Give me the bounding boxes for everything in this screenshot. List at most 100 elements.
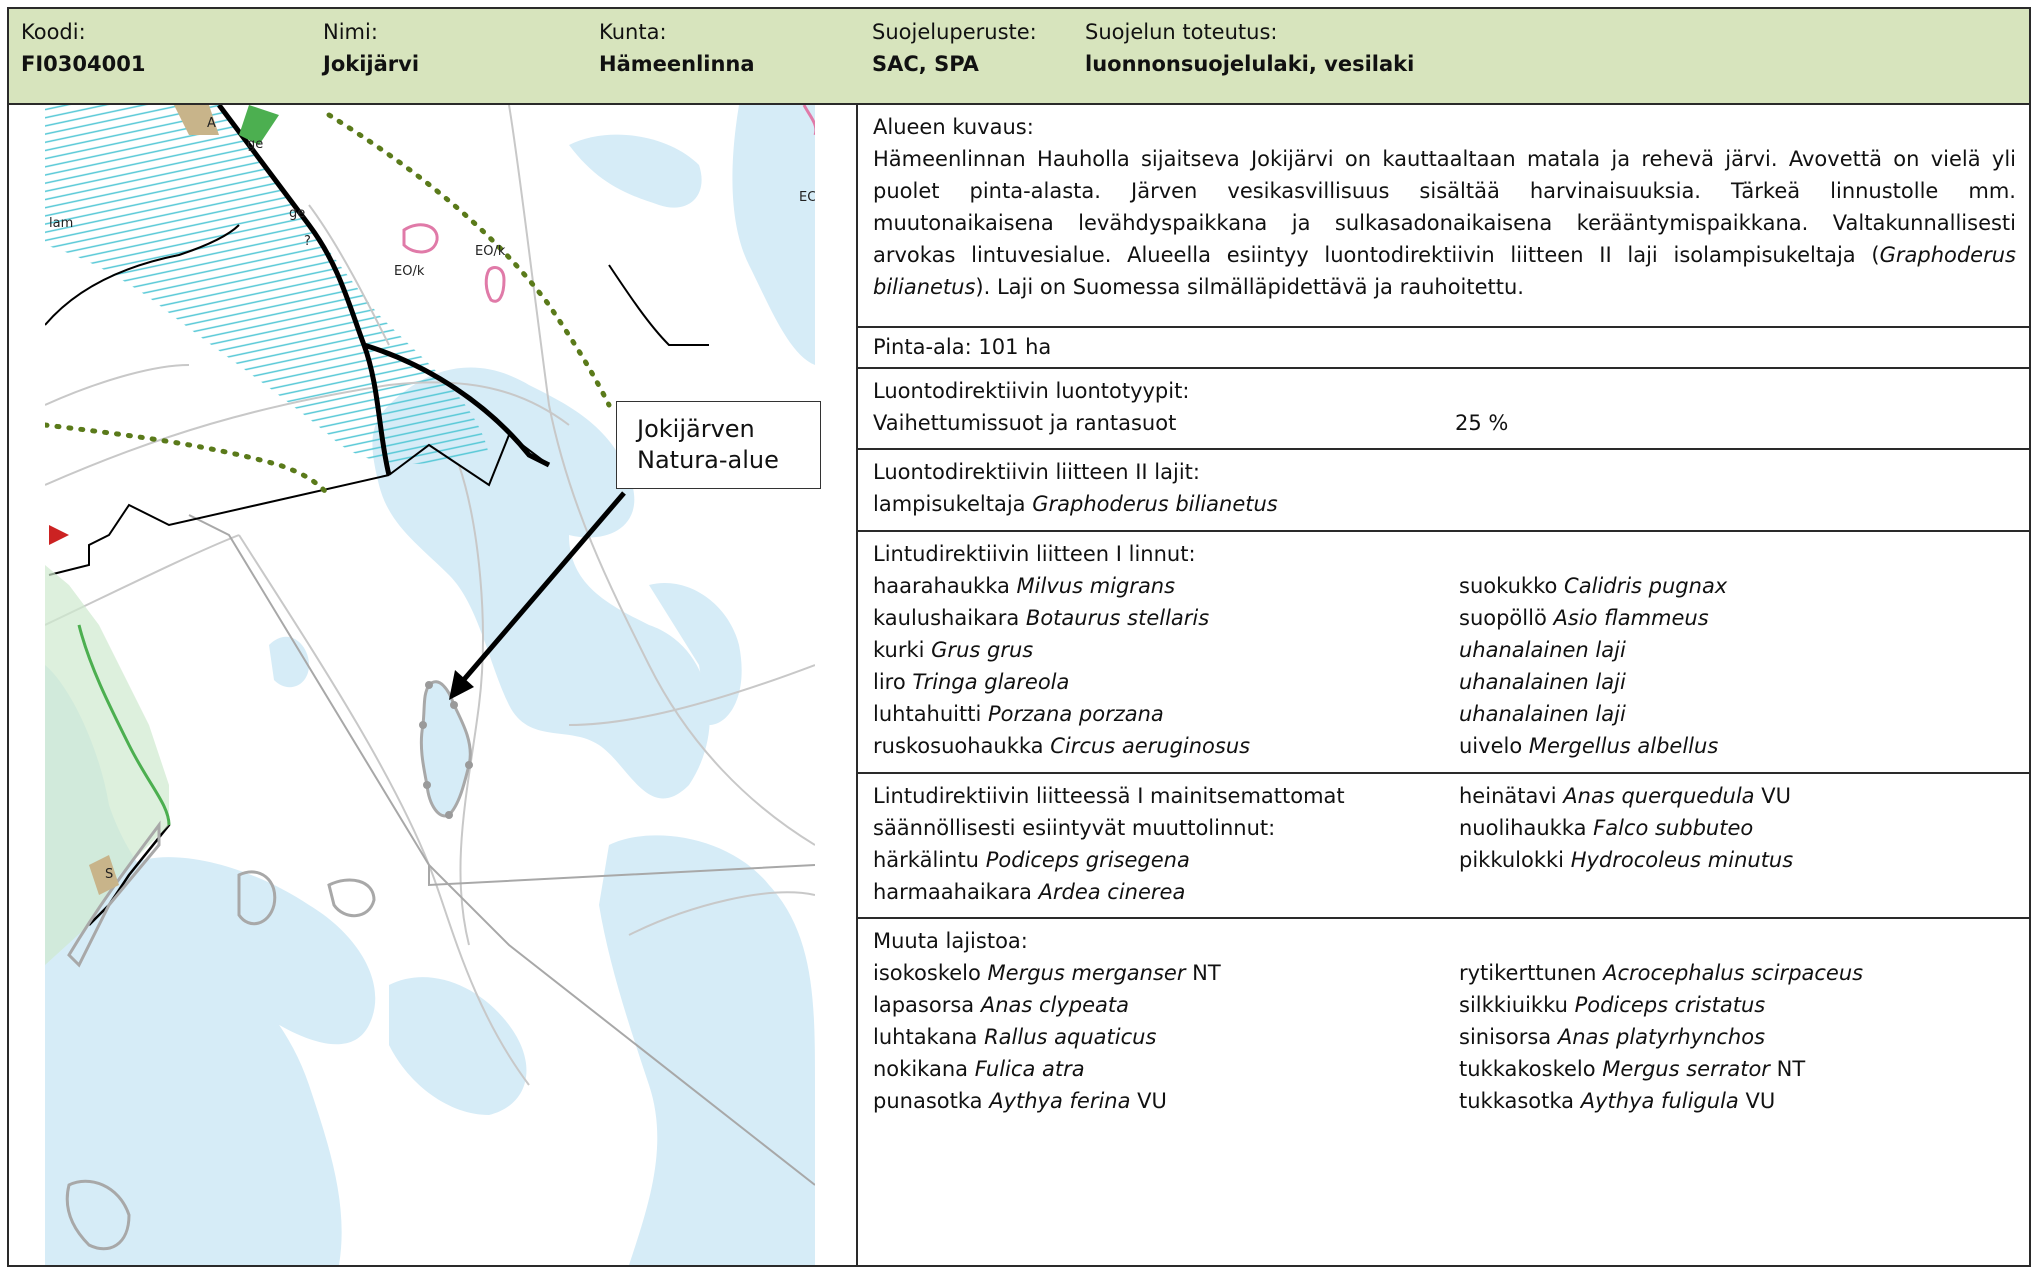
header-implementation: Suojelun toteutus: luonnonsuojelulaki, v…	[1085, 17, 1414, 81]
callout-line-2: Natura-alue	[637, 446, 779, 474]
migrants-left: Lintudirektiivin liitteessä I mainitsema…	[873, 780, 1459, 908]
species-latin-name: Acrocephalus scirpaceus	[1603, 961, 1864, 985]
other-species-section: Muuta lajistoa: isokoskelo Mergus mergan…	[858, 919, 2031, 1259]
species-latin-name: Asio flammeus	[1553, 606, 1709, 630]
species-item: suokukko Calidris pugnax	[1459, 570, 2016, 602]
map-label-s: S	[105, 867, 113, 882]
species-common-name: punasotka	[873, 1089, 983, 1113]
species-latin-name: Circus aeruginosus	[1050, 734, 1251, 758]
species-item: haarahaukka Milvus migrans	[873, 570, 1459, 602]
info-panel: Alueen kuvaus: Hämeenlinnan Hauholla sij…	[858, 105, 2031, 1259]
species-common-name: heinätavi	[1459, 784, 1557, 808]
species-item: isokoskelo Mergus merganser NT	[873, 957, 1459, 989]
dotted-boundary-top	[326, 112, 612, 408]
map-callout: Jokijärven Natura-alue	[616, 401, 821, 489]
species-latin-name: Falco subbuteo	[1593, 816, 1754, 840]
species-common-name: sinisorsa	[1459, 1025, 1552, 1049]
code-label: Koodi:	[21, 20, 86, 44]
species-status: VU	[1745, 1089, 1776, 1113]
area-section: Pinta-ala: 101 ha	[858, 328, 2031, 369]
site-header: Koodi: FI0304001 Nimi: Jokijärvi Kunta: …	[9, 9, 2029, 105]
species-item: heinätavi Anas querquedula VU	[1459, 780, 2016, 812]
map-label-ec: EC	[799, 190, 816, 205]
habitat-name: Vaihettumissuot ja rantasuot	[873, 411, 1177, 435]
species-item: uivelo Mergellus albellus	[1459, 730, 2016, 762]
species-item: härkälintu Podiceps grisegena	[873, 844, 1459, 876]
species-latin-name: Anas platyrhynchos	[1557, 1025, 1766, 1049]
species-latin-name: Aythya fuligula	[1580, 1089, 1739, 1113]
species-item: uhanalainen laji	[1459, 634, 2016, 666]
pink-markers	[402, 105, 815, 303]
species-item: nuolihaukka Falco subbuteo	[1459, 812, 2016, 844]
basis-label: Suojeluperuste:	[872, 20, 1037, 44]
building-a	[174, 105, 219, 135]
description-text-italic: Graphoderus bilianetus	[873, 243, 2016, 299]
document-frame: Koodi: FI0304001 Nimi: Jokijärvi Kunta: …	[7, 7, 2031, 1267]
species-common-name: luhtakana	[873, 1025, 978, 1049]
species-latin-name: uhanalainen laji	[1459, 702, 1626, 726]
map-graphic: ge ge ? lam EO/k EO/k EC A S	[45, 105, 816, 1265]
species-status: NT	[1776, 1057, 1806, 1081]
callout-line-1: Jokijärven	[637, 415, 755, 443]
name-value: Jokijärvi	[323, 52, 420, 76]
species-item: nokikana Fulica atra	[873, 1053, 1459, 1085]
species-common-name: uivelo	[1459, 734, 1523, 758]
water-bodies	[45, 105, 815, 1265]
species-item: sinisorsa Anas platyrhynchos	[1459, 1021, 2016, 1053]
species-latin-name: Anas querquedula	[1563, 784, 1755, 808]
species-common-name: härkälintu	[873, 848, 979, 872]
roads	[45, 105, 815, 1086]
species-latin-name: Calidris pugnax	[1564, 574, 1728, 598]
site-map: ge ge ? lam EO/k EO/k EC A S Jokijärven …	[9, 105, 858, 1265]
species-common-name: suokukko	[1459, 574, 1558, 598]
hatched-zone	[45, 105, 489, 464]
migrants-section: Lintudirektiivin liitteessä I mainitsema…	[858, 774, 2031, 919]
map-label-eok-1: EO/k	[394, 264, 425, 279]
species-item: rytikerttunen Acrocephalus scirpaceus	[1459, 957, 2016, 989]
description-text-b: ). Laji on Suomessa silmälläpidettävä ja…	[975, 275, 1524, 299]
municipality-value: Hämeenlinna	[599, 52, 755, 76]
species-status: VU	[1761, 784, 1791, 808]
species-common-name: nuolihaukka	[1459, 816, 1587, 840]
dotted-boundary-left	[45, 422, 332, 498]
header-basis: Suojeluperuste: SAC, SPA	[872, 17, 1037, 81]
species-status: VU	[1137, 1089, 1167, 1113]
species-latin-name: Milvus migrans	[1016, 574, 1176, 598]
species-latin-name: uhanalainen laji	[1459, 638, 1626, 662]
map-label-ge-2: ge	[289, 206, 305, 221]
habitats-section: Luontodirektiivin luontotyypit: Vaihettu…	[858, 369, 2031, 450]
species-common-name: tukkakoskelo	[1459, 1057, 1596, 1081]
species-item: luhtakana Rallus aquaticus	[873, 1021, 1459, 1053]
species-common-name: harmaahaikara	[873, 880, 1032, 904]
migrants-left-list: härkälintu Podiceps grisegena harmaahaika…	[873, 844, 1459, 908]
map-label-a: A	[207, 116, 216, 131]
species-common-name: pikkulokki	[1459, 848, 1564, 872]
basis-value: SAC, SPA	[872, 52, 979, 76]
species-item: punasotka Aythya ferina VU	[873, 1085, 1459, 1117]
species-common-name: silkkiuikku	[1459, 993, 1568, 1017]
species-common-name: kaulushaikara	[873, 606, 1020, 630]
species-latin-name: Mergus merganser	[987, 961, 1186, 985]
species-latin-name: Tringa glareola	[912, 670, 1070, 694]
description-section: Alueen kuvaus: Hämeenlinnan Hauholla sij…	[858, 105, 2031, 328]
species-item: uhanalainen laji	[1459, 666, 2016, 698]
map-small-labels: ge ge ? lam EO/k EO/k EC A S	[49, 116, 816, 882]
species-item: kaulushaikara Botaurus stellaris	[873, 602, 1459, 634]
callout-arrow-head	[449, 670, 474, 700]
implementation-label: Suojelun toteutus:	[1085, 20, 1278, 44]
other-species-label: Muuta lajistoa:	[873, 929, 1028, 953]
description-text-a: Hämeenlinnan Hauholla sijaitseva Jokijär…	[873, 147, 2016, 267]
species-latin-name: Fulica atra	[974, 1057, 1085, 1081]
map-label-question: ?	[304, 234, 311, 249]
annex2-section: Luontodirektiivin liitteen II lajit: lam…	[858, 450, 2031, 532]
species-status: NT	[1192, 961, 1221, 985]
species-latin-name: Aythya ferina	[989, 1089, 1131, 1113]
species-item: liro Tringa glareola	[873, 666, 1459, 698]
species-latin-name: Mergus serrator	[1602, 1057, 1770, 1081]
species-common-name: lapasorsa	[873, 993, 975, 1017]
